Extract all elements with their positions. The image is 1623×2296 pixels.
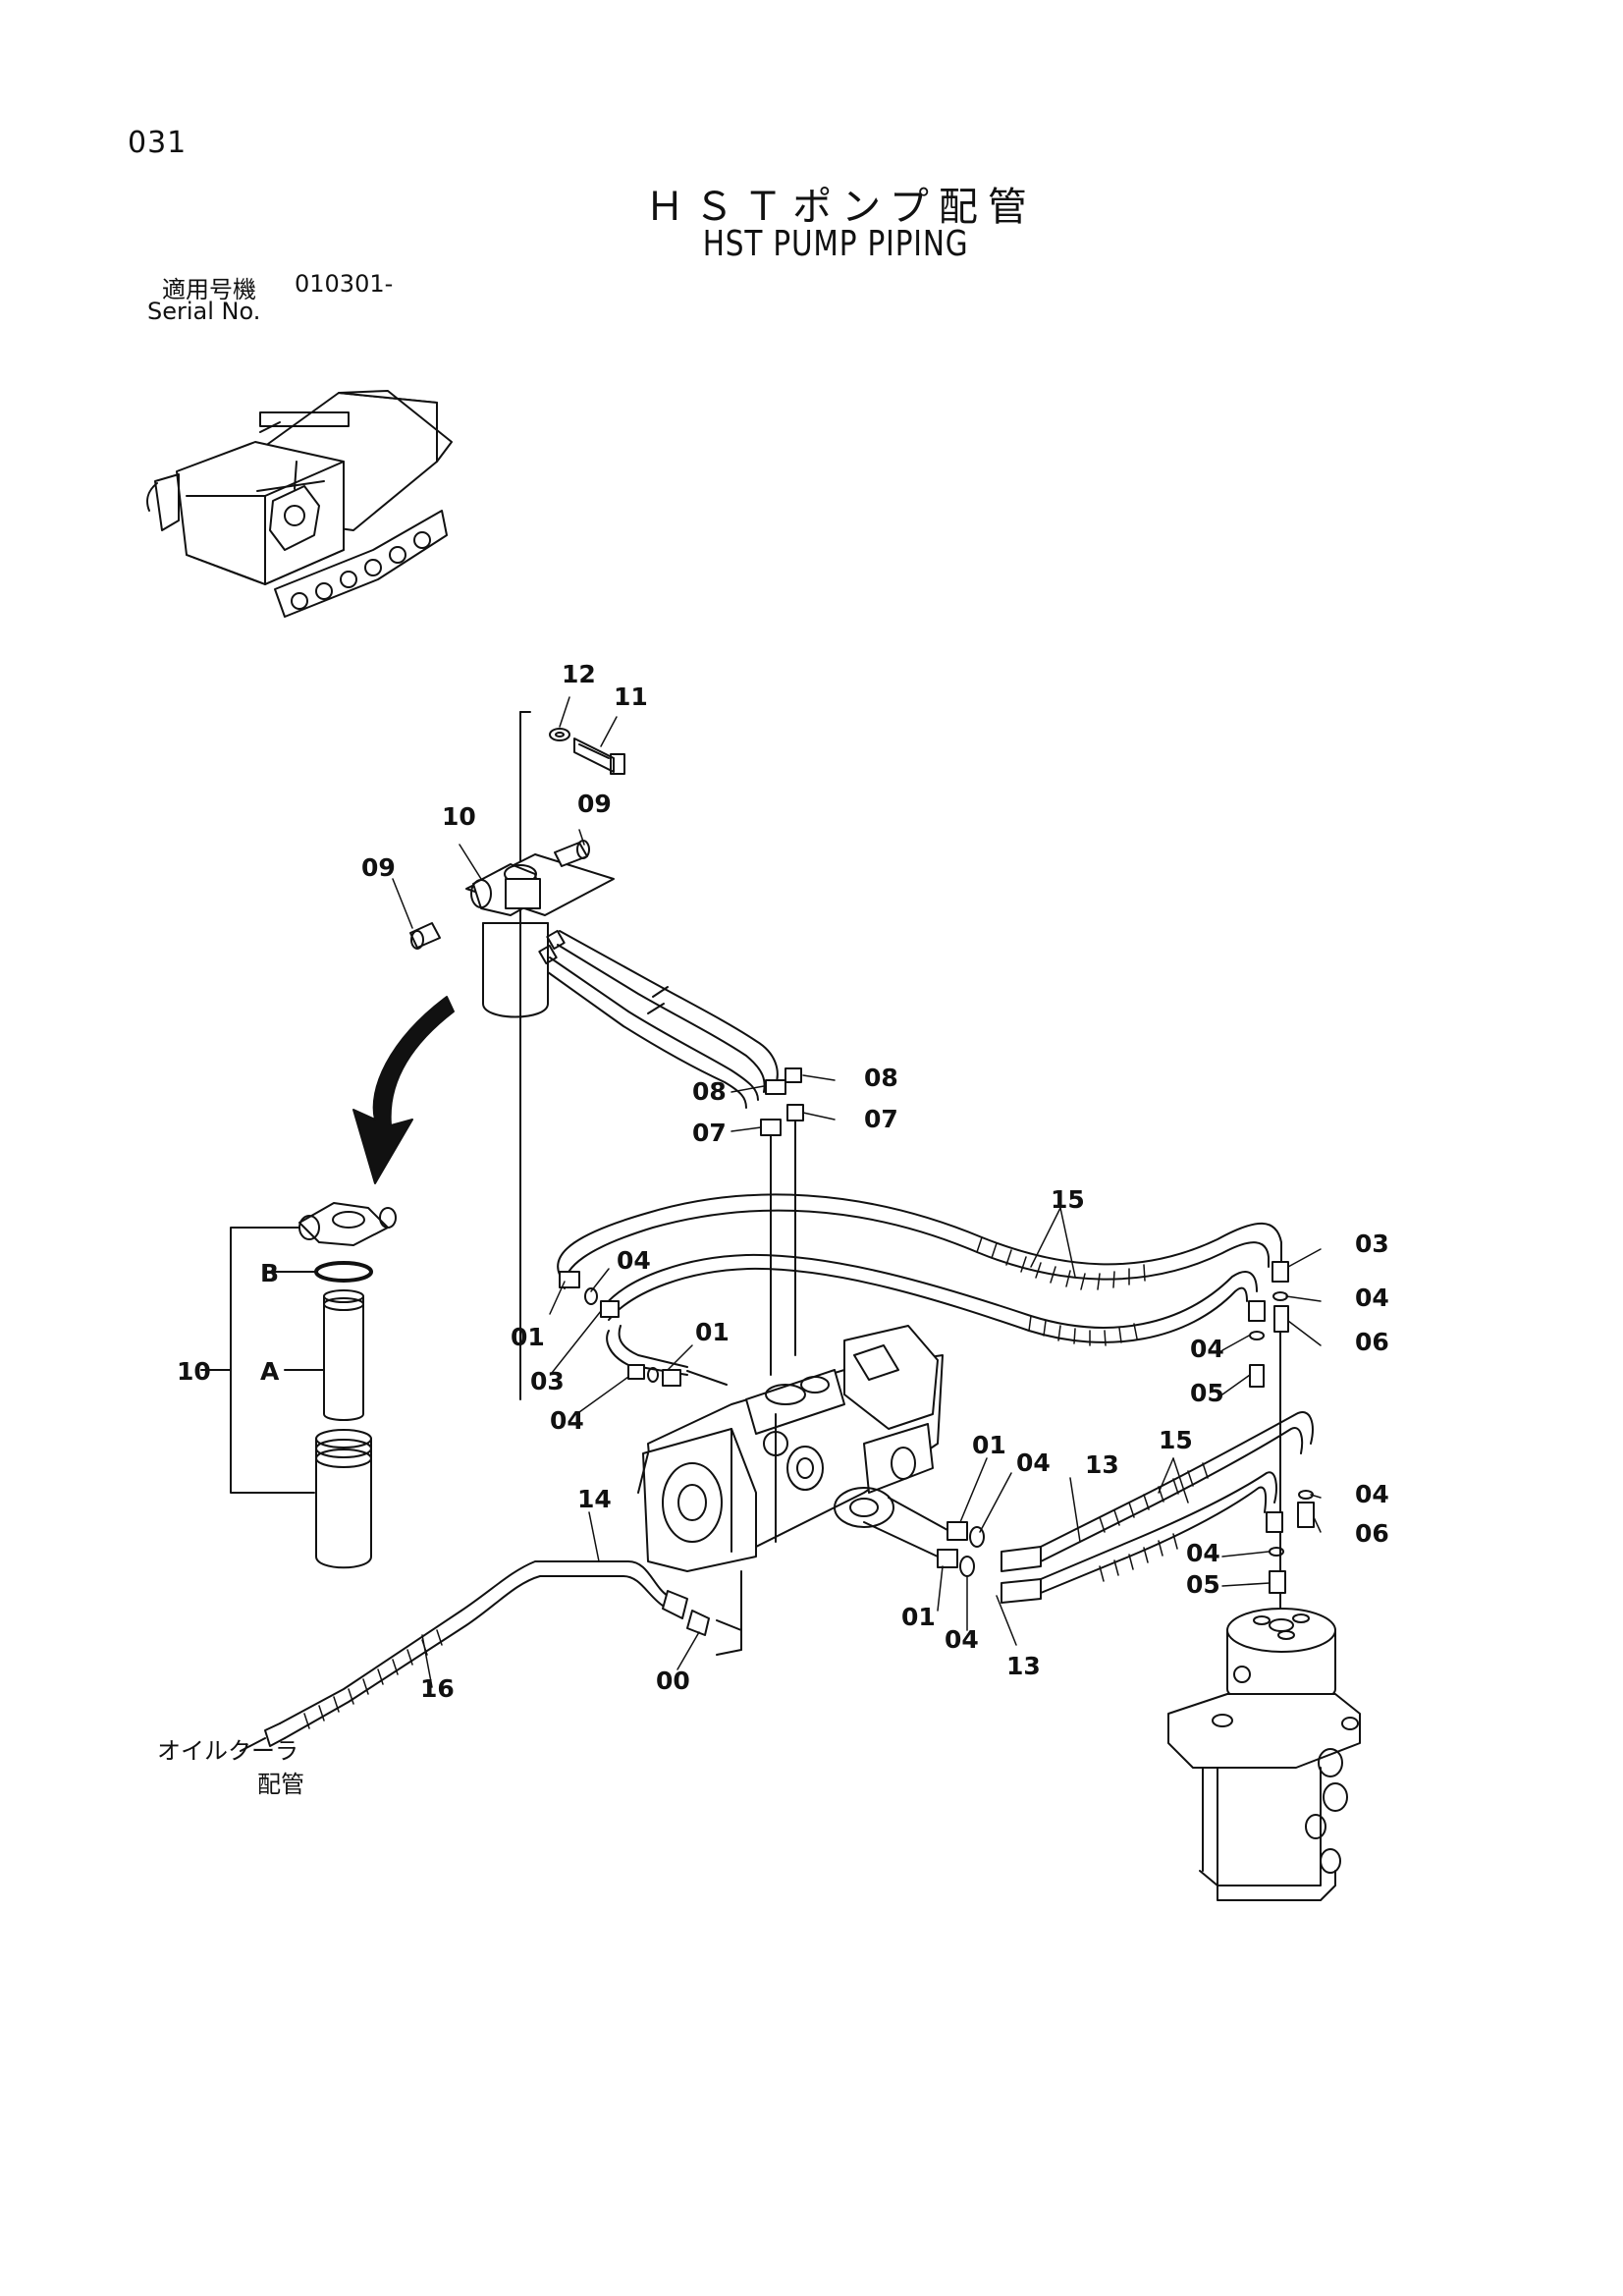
callout-B: B (260, 1259, 279, 1287)
callout-11: 11 (614, 683, 648, 711)
callout-04: 04 (550, 1406, 584, 1435)
callout-12: 12 (562, 660, 596, 688)
callout-03: 03 (530, 1367, 565, 1395)
page-title-en: HST PUMP PIPING (702, 224, 969, 264)
callout-00: 00 (656, 1667, 690, 1695)
callout-04: 04 (617, 1246, 651, 1275)
oil-cooler-caption-line2: 配管 (257, 1771, 304, 1798)
callout-04: 04 (945, 1625, 979, 1654)
callout-04: 04 (1190, 1335, 1224, 1363)
callout-01: 01 (511, 1323, 545, 1351)
callout-01: 01 (972, 1431, 1006, 1459)
callout-10: 10 (442, 802, 476, 831)
callout-A: A (260, 1357, 280, 1386)
oil-cooler-caption-line1: オイルクーラ (157, 1737, 298, 1765)
callout-09: 09 (361, 853, 396, 882)
arrow-pointer (352, 996, 455, 1184)
callout-16: 16 (420, 1674, 455, 1703)
callout-labels: 12 11 10 09 09 08 08 07 07 15 03 04 04 0… (177, 660, 1389, 1703)
callout-04: 04 (1016, 1449, 1051, 1477)
callout-15: 15 (1051, 1185, 1085, 1214)
hoses-13-15-lower (863, 1411, 1315, 1604)
serial-label-jp: 適用号機 (162, 276, 256, 303)
callout-04: 04 (1355, 1480, 1389, 1508)
hst-pump (637, 1325, 944, 1572)
callout-04: 04 (1355, 1284, 1389, 1312)
callout-13: 13 (1006, 1652, 1041, 1680)
callout-03: 03 (1355, 1230, 1389, 1258)
filter-assembly-top (409, 711, 625, 1400)
page-number: 031 (128, 126, 188, 160)
callout-05: 05 (1190, 1379, 1224, 1407)
callout-08: 08 (864, 1064, 898, 1092)
callout-13: 13 (1085, 1450, 1119, 1479)
filter-hoses (538, 929, 779, 1109)
leader-lines (392, 696, 1322, 1688)
serial-label-en: Serial No. (147, 298, 261, 325)
serial-number: 010301- (295, 270, 394, 298)
page-title-jp: ＨＳＴポンプ配管 (645, 185, 1037, 230)
hoses-14-16 (240, 1560, 742, 1752)
swivel-joint (1167, 1608, 1361, 1901)
callout-01: 01 (901, 1603, 936, 1631)
callout-04: 04 (1186, 1539, 1220, 1567)
callout-10-exploded: 10 (177, 1357, 211, 1386)
callout-01: 01 (695, 1318, 730, 1346)
callout-09: 09 (577, 790, 612, 818)
filter-exploded (200, 1202, 397, 1569)
callout-08: 08 (692, 1077, 727, 1106)
callout-07: 07 (692, 1119, 727, 1147)
callout-06: 06 (1355, 1328, 1389, 1356)
callout-06: 06 (1355, 1519, 1389, 1548)
hoses-15-upper (557, 1193, 1289, 1670)
machine-thumbnail (146, 390, 453, 618)
callout-07: 07 (864, 1105, 898, 1133)
callout-05: 05 (1186, 1570, 1220, 1599)
callout-14: 14 (577, 1485, 612, 1513)
left-fittings (606, 1325, 728, 1387)
callout-15: 15 (1159, 1426, 1193, 1454)
fittings-07-08 (760, 1067, 804, 1376)
